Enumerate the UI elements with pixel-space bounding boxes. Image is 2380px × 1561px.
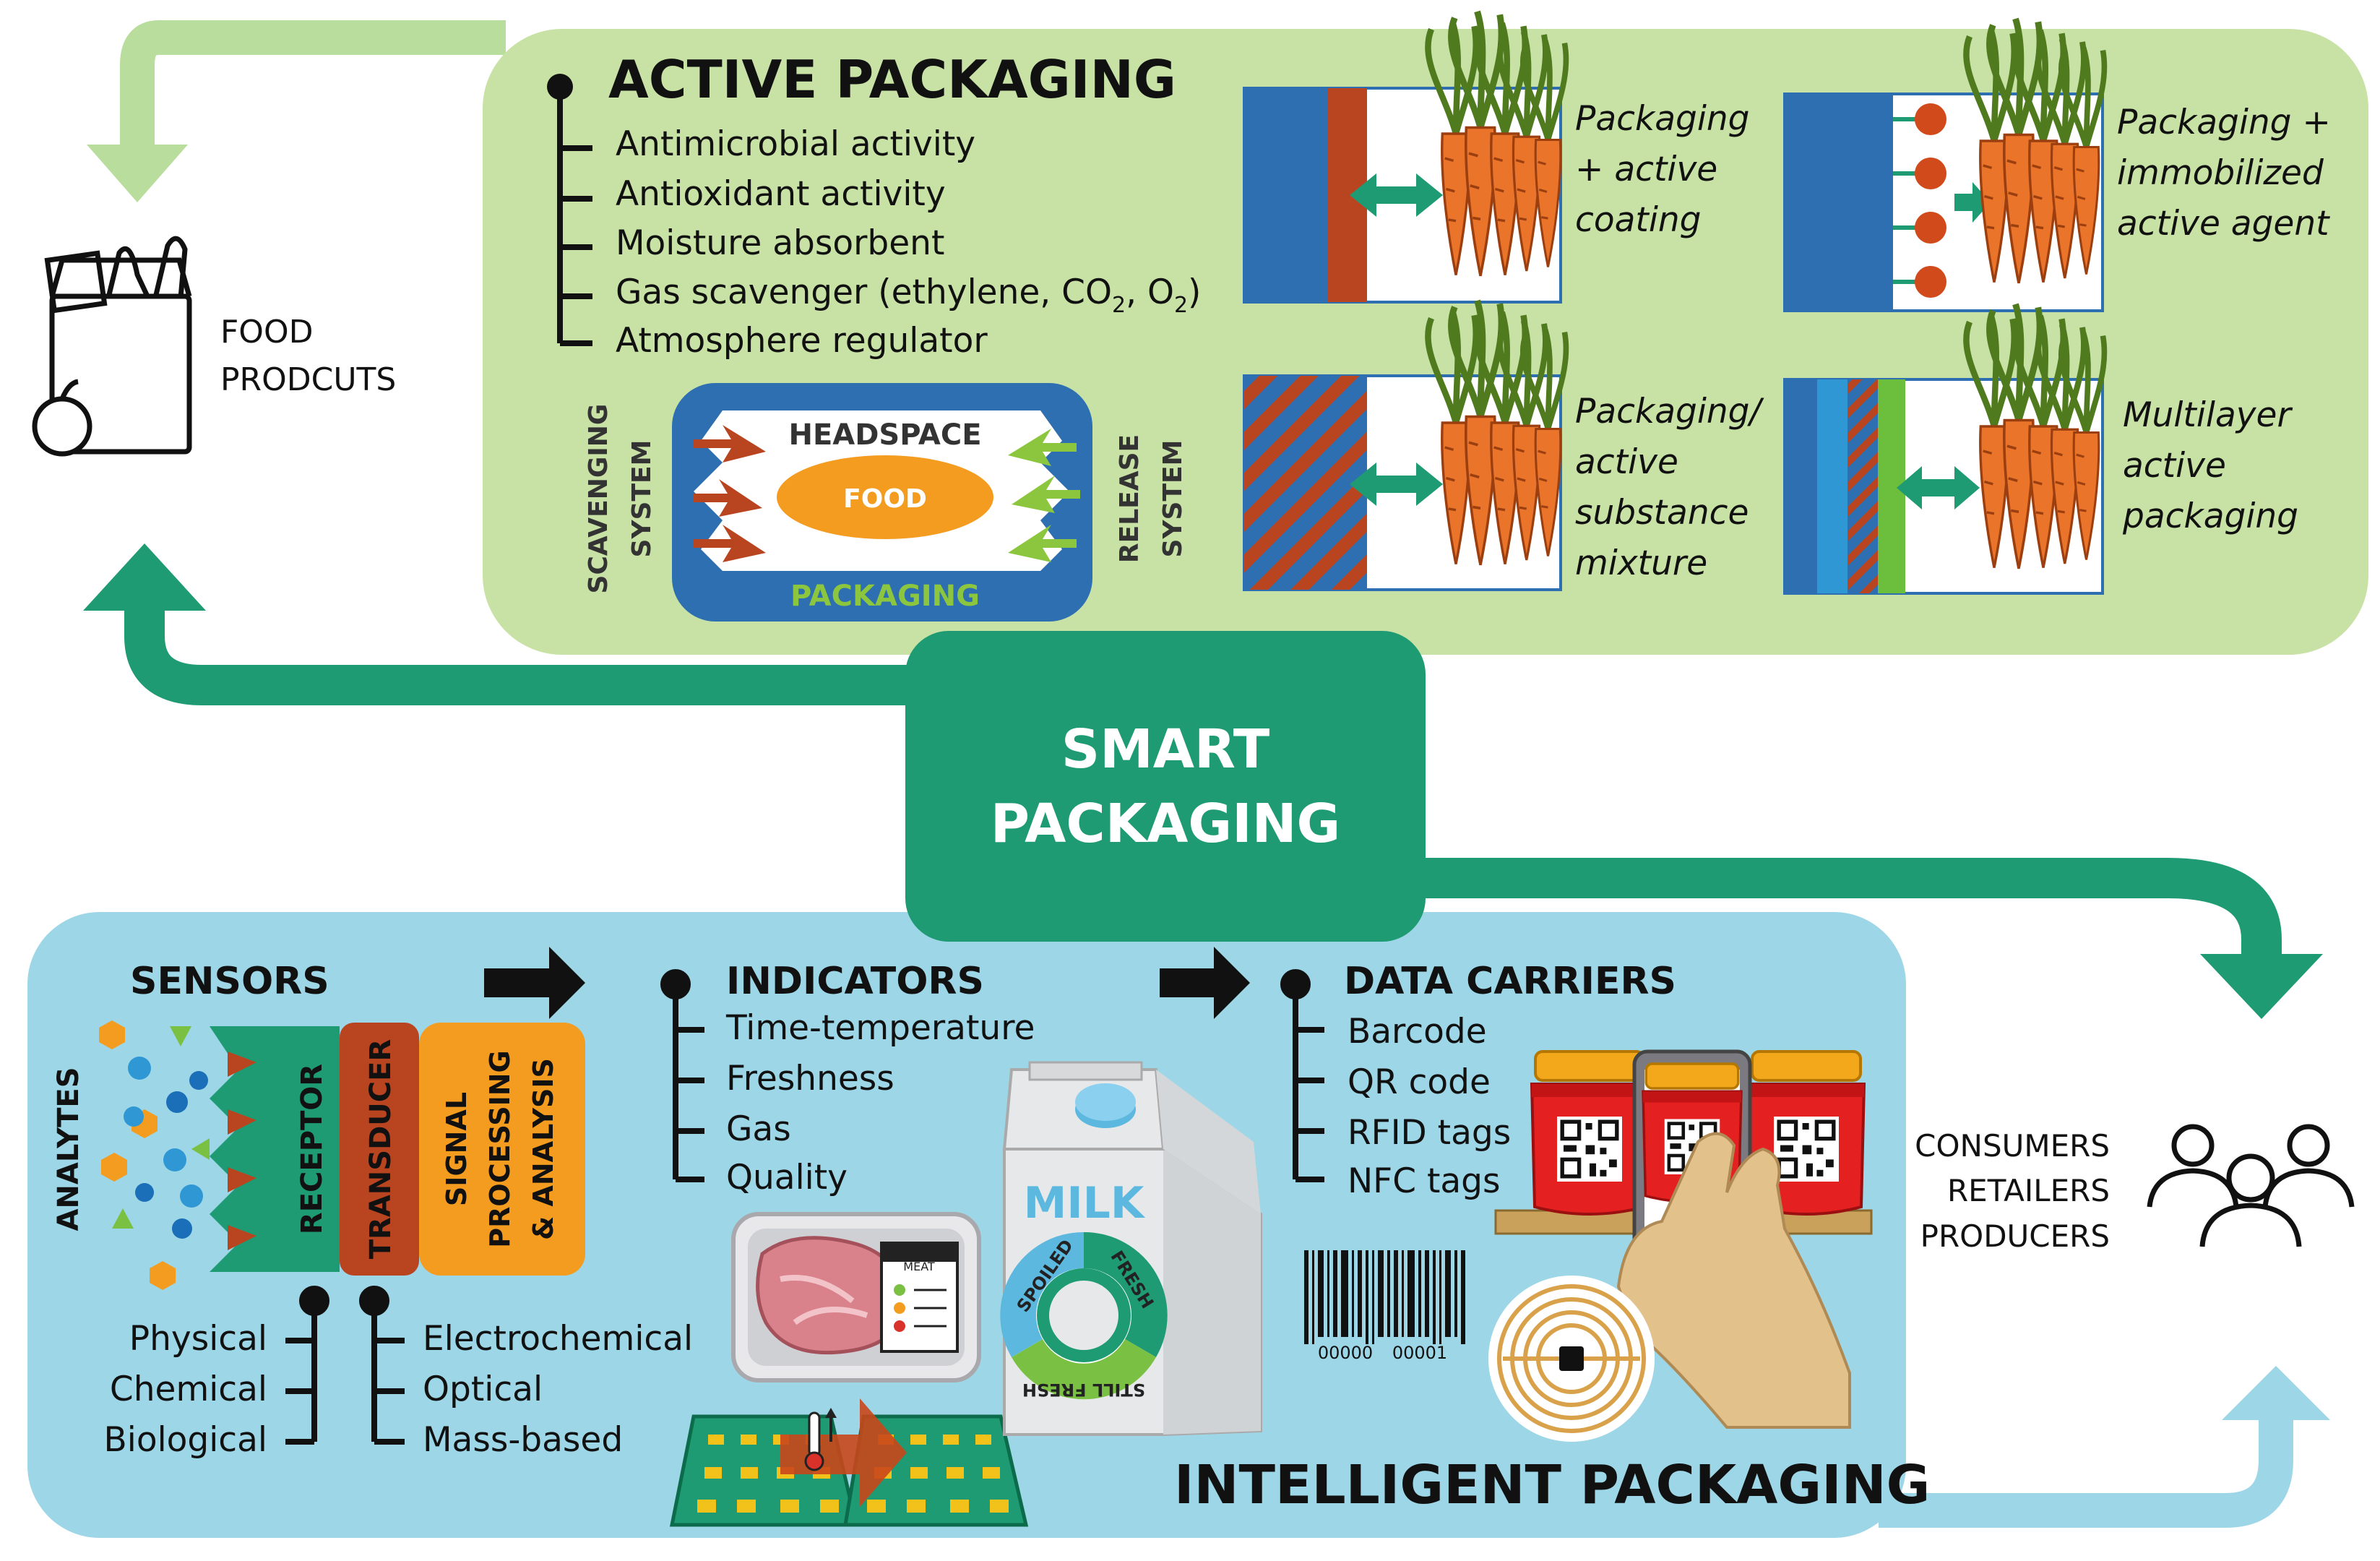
transducer-type-3: Mass-based	[423, 1420, 623, 1460]
transducer-type-1: Electrochemical	[423, 1319, 693, 1359]
intelligent-title: INTELLIGENT PACKAGING	[1174, 1454, 1930, 1516]
analytes-particles	[99, 1020, 210, 1290]
smart-label-2: PACKAGING	[991, 793, 1341, 855]
stakeholder-3: PRODUCERS	[1920, 1218, 2110, 1254]
active-item-1: Antimicrobial activity	[616, 124, 975, 164]
transducer-types-bracket	[359, 1286, 405, 1445]
scavenging-label-1: SCAVENGING	[584, 404, 613, 594]
release-label-1: RELEASE	[1115, 434, 1144, 563]
barcode-image: 00000 00001	[1304, 1250, 1465, 1363]
nfc-tag-image	[1488, 1276, 1655, 1442]
food-ellipse	[777, 455, 993, 539]
smart-to-consumers-arrow	[1416, 858, 2282, 954]
type-4-line-1: Multilayer	[2123, 395, 2293, 435]
jars-on-shelf-image	[1494, 1049, 1873, 1429]
type-3-line-1: Packaging/	[1575, 392, 1765, 431]
smart-label-1: SMART	[1061, 718, 1270, 780]
feedback-arrow-top	[120, 20, 506, 148]
transducer-label: TRANSDUCER	[364, 1039, 397, 1260]
receptor-type-3: Biological	[104, 1420, 267, 1460]
scavenging-label-2: SYSTEM	[627, 440, 657, 558]
signal-label-3: & ANALYSIS	[527, 1058, 559, 1240]
type-2-line-1: Packaging +	[2117, 103, 2331, 142]
meat-label: MEAT	[903, 1260, 935, 1273]
active-item-3: Moisture absorbent	[616, 223, 944, 263]
carrier-item-2: QR code	[1348, 1062, 1491, 1102]
type-1-line-2: + active	[1575, 150, 1717, 189]
carrier-item-3: RFID tags	[1348, 1113, 1511, 1153]
indicator-item-3: Gas	[726, 1109, 791, 1149]
headspace-label: HEADSPACE	[788, 418, 981, 452]
transducer-type-2: Optical	[423, 1369, 543, 1409]
indicator-item-4: Quality	[726, 1158, 848, 1197]
type-4-line-3: packaging	[2122, 496, 2298, 536]
release-arrows	[1008, 429, 1080, 562]
food-ellipse-label: FOOD	[843, 484, 927, 514]
stakeholder-1: CONSUMERS	[1915, 1128, 2110, 1164]
time-temperature-indicator-image	[669, 1398, 1029, 1527]
smart-packaging-box	[905, 631, 1426, 942]
release-label-2: SYSTEM	[1158, 440, 1188, 558]
indicator-item-1: Time-temperature	[725, 1008, 1035, 1048]
active-item-4: Gas scavenger (ethylene, CO2, O2)	[616, 272, 1201, 318]
carriers-title: DATA CARRIERS	[1344, 960, 1676, 1003]
feedback-arrowhead-top	[87, 145, 188, 202]
smart-to-food-arrow	[124, 607, 910, 705]
type-2-line-2: immobilized	[2117, 153, 2324, 193]
food-label-2: PRODCUTS	[220, 361, 396, 398]
meat-tray-image: MEAT	[731, 1212, 981, 1382]
type-3-line-4: mixture	[1575, 543, 1707, 583]
milk-carton-image: MILK SPOILED FRESH STILL FRESH	[1000, 1061, 1262, 1436]
stakeholder-2: RETAILERS	[1947, 1173, 2110, 1208]
food-label-1: FOOD	[220, 314, 313, 351]
signal-label-1: SIGNAL	[441, 1092, 473, 1206]
active-list-bracket	[547, 74, 592, 346]
transducer-block	[340, 1023, 419, 1276]
carrier-item-1: Barcode	[1348, 1012, 1487, 1052]
ring-still-fresh: STILL FRESH	[1022, 1380, 1145, 1400]
receptor-types-bracket	[285, 1286, 329, 1445]
active-item-2: Antioxidant activity	[616, 174, 946, 214]
smart-to-food-arrowhead	[83, 543, 206, 611]
people-icon	[2147, 1124, 2355, 1247]
intelligent-to-consumers-arrow	[1879, 1416, 2293, 1528]
type-2-line-3: active agent	[2117, 204, 2330, 244]
mixture-illustration	[1243, 301, 1566, 591]
indicators-bracket	[660, 969, 704, 1182]
grocery-bag-icon	[32, 236, 192, 457]
immobilized-illustration	[1783, 19, 2104, 312]
analytes-label: ANALYTES	[52, 1067, 85, 1231]
carrier-item-4: NFC tags	[1348, 1161, 1501, 1201]
indicators-to-carriers-arrow	[1160, 947, 1250, 1019]
barcode-number-right: 00001	[1392, 1343, 1447, 1363]
receptor-type-1: Physical	[129, 1319, 267, 1359]
coating-illustration	[1243, 12, 1566, 304]
type-4-line-2: active	[2123, 446, 2226, 486]
carriers-bracket	[1280, 969, 1324, 1182]
type-3-line-3: substance	[1575, 493, 1749, 533]
packaging-label: PACKAGING	[790, 580, 980, 613]
type-1-line-3: coating	[1575, 200, 1702, 240]
type-1-line-1: Packaging	[1575, 99, 1750, 139]
indicators-title: INDICATORS	[726, 960, 984, 1003]
sensors-to-indicators-arrow	[484, 947, 585, 1019]
type-3-line-2: active	[1575, 442, 1678, 482]
smart-to-consumers-arrowhead	[2200, 954, 2323, 1019]
barcode-number-left: 00000	[1318, 1343, 1373, 1363]
indicator-item-2: Freshness	[726, 1059, 894, 1098]
intelligent-to-consumers-arrowhead	[2222, 1366, 2330, 1420]
receptor-label: RECEPTOR	[296, 1064, 329, 1234]
scavenge-arrows	[694, 425, 766, 562]
signal-label-2: PROCESSING	[484, 1050, 516, 1247]
active-item-5: Atmosphere regulator	[616, 321, 988, 361]
receptor-block	[210, 1026, 340, 1272]
signal-processing-block	[419, 1023, 585, 1276]
active-title: ACTIVE PACKAGING	[608, 49, 1176, 110]
sensors-title: SENSORS	[130, 960, 329, 1003]
multilayer-illustration	[1783, 304, 2104, 595]
milk-label: MILK	[1024, 1178, 1146, 1229]
receptor-type-2: Chemical	[110, 1369, 267, 1409]
